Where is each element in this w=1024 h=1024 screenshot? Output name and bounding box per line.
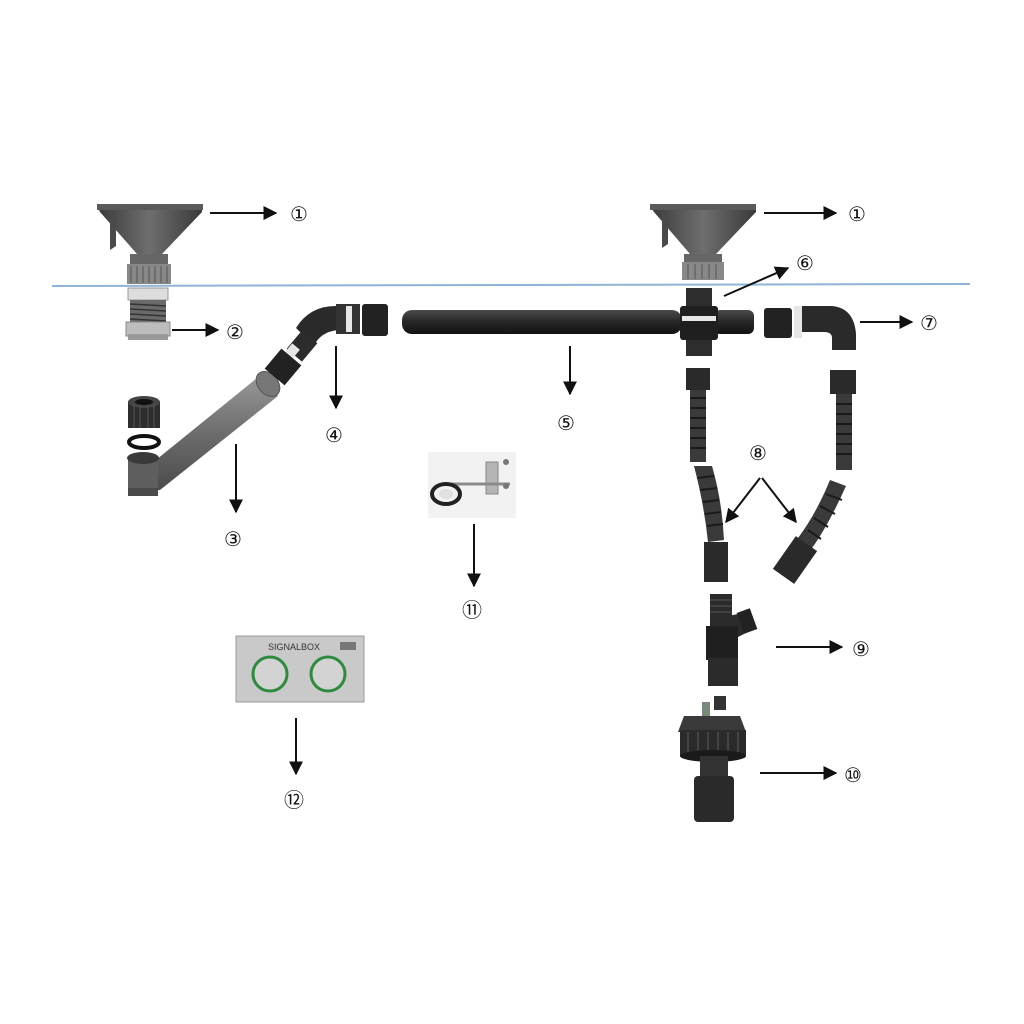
callout-flex-hoses: ⑧ — [749, 441, 767, 465]
signal-box: SIGNALBOX — [235, 635, 365, 703]
callout-pipe-elbow: ③ — [224, 527, 242, 551]
tee-connector — [680, 288, 718, 356]
elbow-joint — [264, 304, 388, 386]
arrow-8-left — [725, 477, 761, 524]
callout-end-elbow: ⑦ — [920, 311, 938, 335]
main-pipe — [402, 310, 754, 334]
ground-line — [51, 283, 971, 287]
tank-cap — [678, 696, 746, 822]
callout-tee-connector: ⑥ — [796, 251, 814, 275]
callout-signal-box: ⑫ — [284, 788, 304, 812]
callout-main-pipe: ⑤ — [557, 411, 575, 435]
callout-y-connector: ⑨ — [852, 637, 870, 661]
funnel-left — [97, 204, 203, 284]
funnel-right — [650, 204, 756, 280]
callout-adapter: ② — [226, 320, 244, 344]
arrow-8-right — [761, 477, 797, 524]
bracket-clamp — [428, 452, 516, 518]
callout-tank-cap: ⑩ — [844, 763, 862, 787]
flex-hose-left — [686, 368, 728, 582]
callout-funnel-left: ① — [290, 202, 308, 226]
callout-bracket: ⑪ — [462, 598, 482, 622]
callout-elbow-joint: ④ — [325, 423, 343, 447]
y-connector — [706, 594, 758, 686]
signal-box-brand: SIGNALBOX — [268, 642, 320, 652]
arrow-6 — [723, 266, 790, 297]
end-elbow — [764, 306, 856, 350]
flex-hose-right — [772, 370, 856, 584]
arrows — [172, 206, 914, 780]
callout-funnel-right: ① — [848, 202, 866, 226]
adapter-part — [125, 287, 171, 340]
grey-elbow-pipe — [127, 370, 281, 496]
